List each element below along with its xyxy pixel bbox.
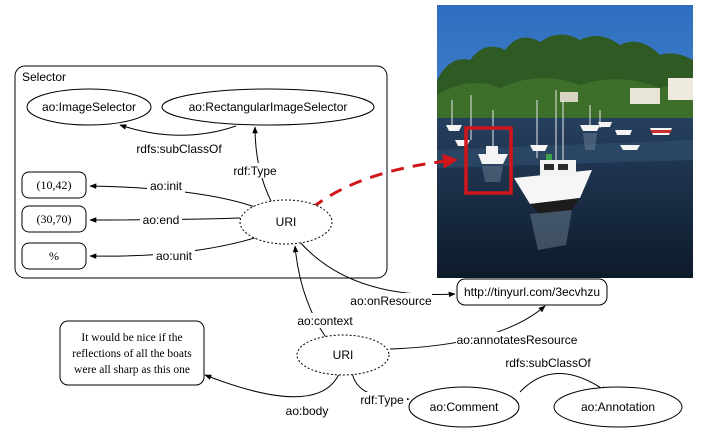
node-resource-url: http://tinyurl.com/3ecvhzu xyxy=(456,278,608,306)
edge-label-end: ao:end xyxy=(143,213,180,227)
annotation-class-label: ao:Annotation xyxy=(581,400,655,414)
node-uri-annotation: URI xyxy=(296,334,390,376)
uri-selector-label: URI xyxy=(276,215,297,229)
resource-url-label: http://tinyurl.com/3ecvhzu xyxy=(464,285,600,299)
edge-label-annotates-resource: ao:annotatesResource xyxy=(457,333,578,347)
edge-label-subclassof-selector: rdfs:subClassOf xyxy=(136,142,222,156)
comment-body-line-2: reflections of all the boats xyxy=(72,348,192,360)
comment-class-label: ao:Comment xyxy=(430,400,499,414)
rectangular-image-selector-label: ao:RectangularImageSelector xyxy=(189,100,348,114)
selector-to-region-link xyxy=(311,153,458,210)
edge-label-init: ao:init xyxy=(150,179,183,193)
end-value-label: (30,70) xyxy=(37,212,72,226)
selected-region-highlight xyxy=(464,126,513,195)
uri-annotation-label: URI xyxy=(333,348,354,362)
unit-value-label: % xyxy=(49,249,59,263)
edge-labels: rdfs:subClassOf rdf:Type ao:init ao:end … xyxy=(133,141,594,418)
init-value-label: (10,42) xyxy=(37,178,72,192)
edge-label-context: ao:context xyxy=(297,314,353,328)
node-init-value: (10,42) xyxy=(21,171,87,199)
edge-label-on-resource: ao:onResource xyxy=(350,294,432,308)
node-end-value: (30,70) xyxy=(21,205,87,233)
node-image-selector: ao:ImageSelector xyxy=(26,88,152,126)
node-rectangular-image-selector: ao:RectangularImageSelector xyxy=(161,88,375,126)
edge-label-body: ao:body xyxy=(286,404,329,418)
node-annotation-class: ao:Annotation xyxy=(553,386,683,428)
comment-body-line-1: It would be nice if the xyxy=(81,332,182,344)
edge-label-rdf-type-selector: rdf:Type xyxy=(233,164,277,178)
selector-title: Selector xyxy=(22,70,66,84)
image-selector-label: ao:ImageSelector xyxy=(42,100,136,114)
node-uri-selector: URI xyxy=(239,199,333,245)
node-comment-body: It would be nice if the reflections of a… xyxy=(59,320,205,386)
edge-label-rdf-type-annotation: rdf:Type xyxy=(360,393,404,407)
node-comment-class: ao:Comment xyxy=(408,386,520,428)
comment-body-line-3: were all sharp as this one xyxy=(74,364,190,376)
edge-label-subclassof-comment: rdfs:subClassOf xyxy=(505,356,591,370)
harbor-photo xyxy=(437,5,693,278)
node-unit-value: % xyxy=(21,242,87,270)
edge-label-unit: ao:unit xyxy=(156,249,193,263)
